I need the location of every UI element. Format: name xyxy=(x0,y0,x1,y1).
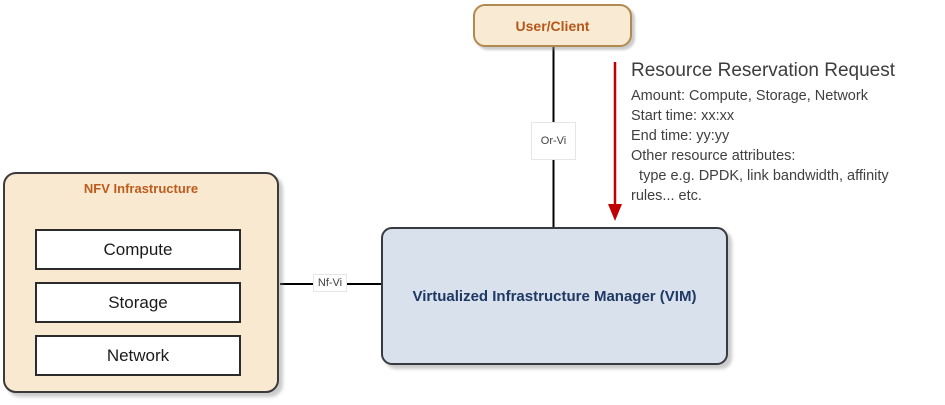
storage-node[interactable]: Storage xyxy=(35,282,241,323)
annotation-line-end-time: End time: yy:yy xyxy=(631,128,730,144)
annotation-line-type: type e.g. DPDK, link bandwidth, affinity xyxy=(631,168,889,184)
user-client-node[interactable]: User/Client xyxy=(473,4,632,47)
network-label: Network xyxy=(106,345,170,365)
vim-label: Virtualized Infrastructure Manager (VIM) xyxy=(412,287,697,305)
or-vi-connector-label: Or-Vi xyxy=(531,122,576,160)
vim-node[interactable]: Virtualized Infrastructure Manager (VIM) xyxy=(381,227,728,365)
annotation-line-rules: rules... etc. xyxy=(631,188,702,204)
annotation-line-amount: Amount: Compute, Storage, Network xyxy=(631,88,868,104)
nf-vi-connector-label: Nf-Vi xyxy=(313,274,347,292)
annotation-title: Resource Reservation Request xyxy=(631,60,896,81)
storage-label: Storage xyxy=(108,292,168,312)
request-arrow-head xyxy=(608,204,622,221)
or-vi-label-text: Or-Vi xyxy=(540,135,567,147)
annotation-line-start-time: Start time: xx:xx xyxy=(631,108,735,124)
compute-node[interactable]: Compute xyxy=(35,229,241,270)
annotation-line-other-attributes: Other resource attributes: xyxy=(631,148,796,164)
nfv-infrastructure-node[interactable]: NFV Infrastructure Compute Storage Netwo… xyxy=(3,172,279,393)
compute-label: Compute xyxy=(103,239,173,259)
resource-reservation-annotation: Resource Reservation Request Amount: Com… xyxy=(631,60,931,206)
network-node[interactable]: Network xyxy=(35,335,241,376)
user-client-label: User/Client xyxy=(515,17,590,34)
nf-vi-label-text: Nf-Vi xyxy=(317,277,343,289)
nfv-infrastructure-title: NFV Infrastructure xyxy=(83,181,199,196)
